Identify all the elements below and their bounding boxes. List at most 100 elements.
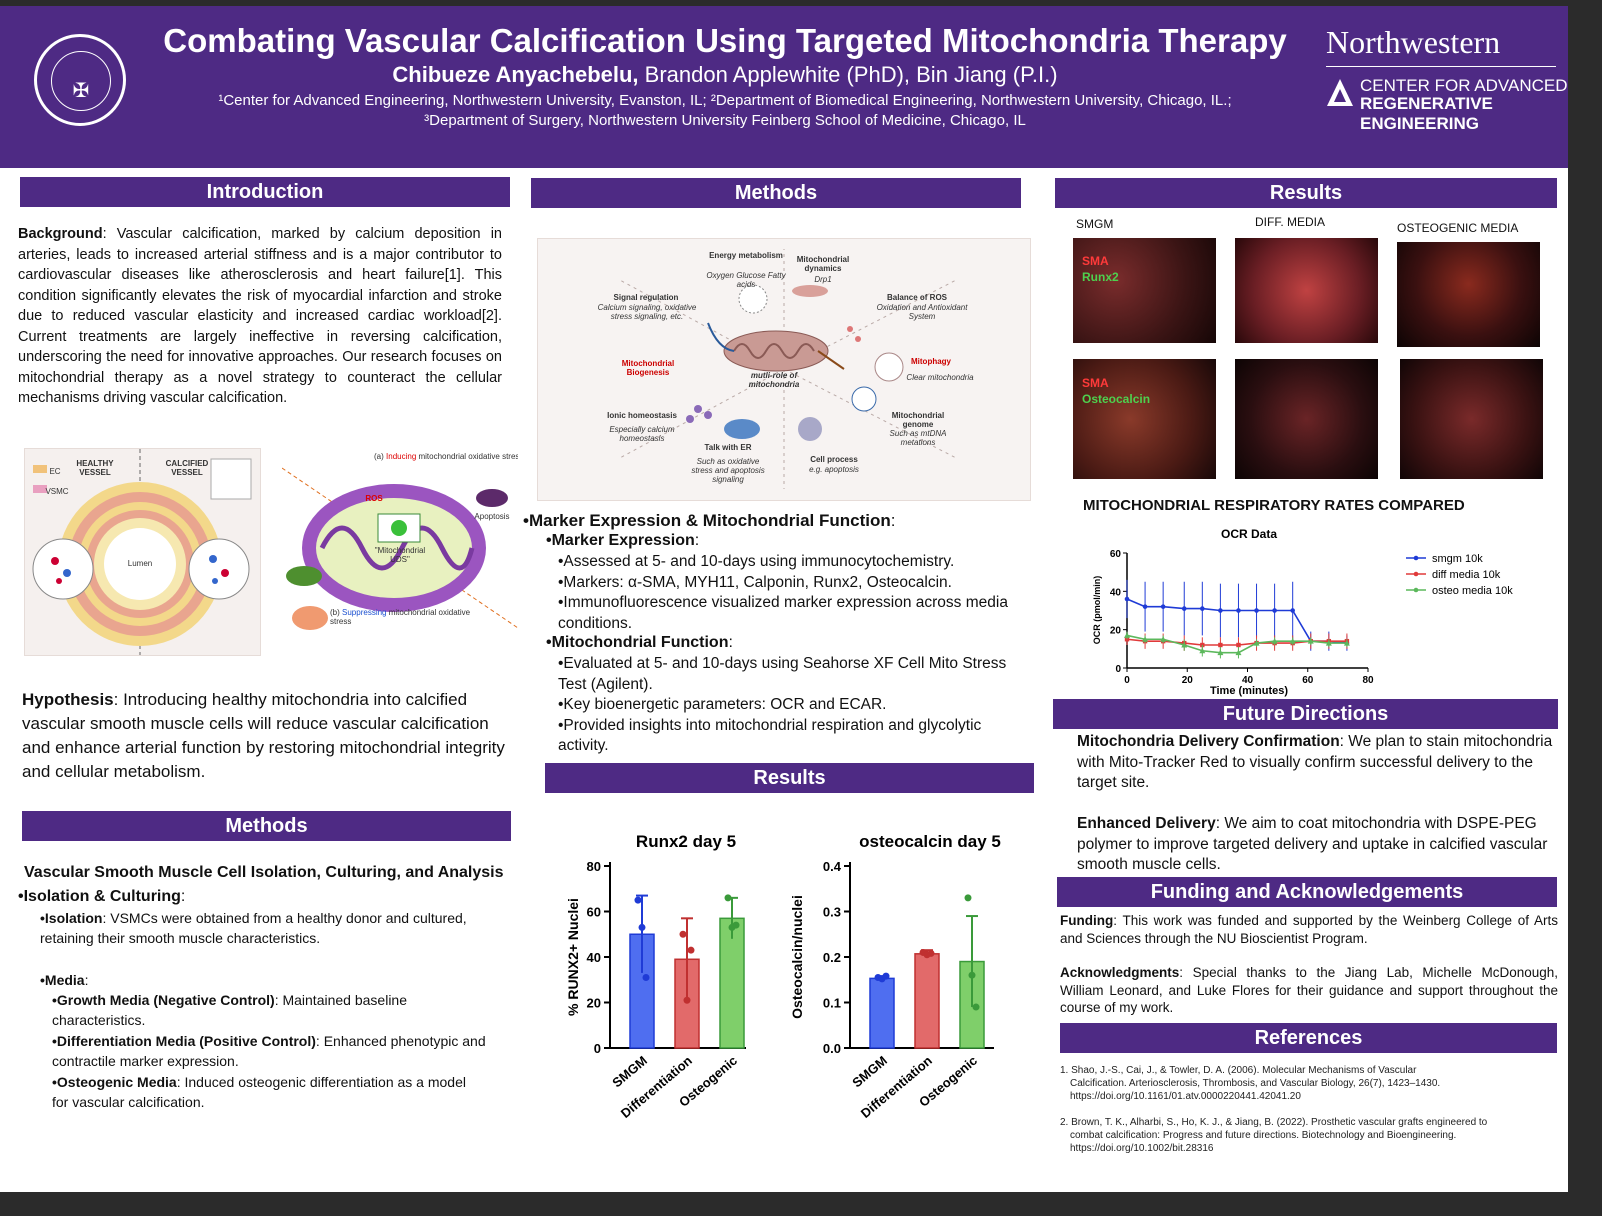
isolation-text: : VSMCs were obtained from a healthy don… bbox=[40, 910, 467, 946]
marker-expression-label: •Marker Expression bbox=[546, 532, 695, 549]
data-point bbox=[638, 923, 646, 931]
future-p2-text: : We aim to coat mitochondria with DSPE-… bbox=[1077, 815, 1548, 873]
affiliations: ¹Center for Advanced Engineering, Northw… bbox=[140, 91, 1310, 131]
ocr-point bbox=[1142, 604, 1148, 609]
row2-osteocalcin-label: Osteocalcin bbox=[1082, 392, 1151, 406]
ocr-point bbox=[1235, 649, 1242, 656]
mito-function-label: •Mitochondrial Function bbox=[546, 634, 729, 651]
ocr-point bbox=[1253, 640, 1260, 646]
ocr-point bbox=[1290, 608, 1295, 613]
function-item-2: •Key bioenergetic parameters: OCR and EC… bbox=[558, 696, 887, 713]
lumen-label: Lumen bbox=[127, 559, 153, 568]
x-tick-label: SMGM bbox=[609, 1053, 650, 1090]
y-axis-label: Osteocalcin/nuclei bbox=[789, 895, 805, 1019]
cell-process-sub: e.g. apoptosis bbox=[809, 465, 859, 474]
data-point bbox=[968, 971, 976, 979]
reference-2-line-1: 2. Brown, T. K., Alharbi, S., Ho, K. J.,… bbox=[1060, 1117, 1488, 1128]
cell-process-label: Cell process bbox=[810, 455, 858, 464]
ocr-x-tick-label: 80 bbox=[1362, 675, 1374, 686]
ocr-x-tick-label: 60 bbox=[1302, 675, 1314, 686]
data-point bbox=[679, 930, 687, 938]
funding-paragraph: Funding: This work was funded and suppor… bbox=[1060, 912, 1558, 947]
growth-media-item: •Growth Media (Negative Control): Mainta… bbox=[52, 990, 502, 1030]
ocr-point bbox=[1199, 647, 1206, 654]
y-tick-label: 40 bbox=[587, 950, 601, 965]
ocr-point bbox=[1160, 604, 1166, 609]
acknowledgments-text: : Special thanks to the Jiang Lab, Miche… bbox=[1060, 965, 1558, 1015]
ocr-series-line bbox=[1126, 598, 1347, 644]
ros-label: ROS bbox=[365, 494, 383, 503]
osteo-media-label: •Osteogenic Media bbox=[52, 1074, 177, 1090]
genome-sub: Such as mtDNA metations bbox=[889, 429, 947, 447]
poster-header: ✠ Combating Vascular Calcification Using… bbox=[0, 6, 1568, 168]
ocr-legend-label: diff media 10k bbox=[1432, 569, 1501, 581]
vessel-diagram bbox=[32, 449, 252, 655]
ocr-point bbox=[1236, 642, 1241, 648]
funding-text: : This work was funded and supported by … bbox=[1060, 913, 1558, 946]
row1-runx2-label: Runx2 bbox=[1082, 270, 1119, 284]
micrograph-osteo-osteocalcin bbox=[1400, 359, 1543, 479]
function-item-1: •Evaluated at 5- and 10-days using Seaho… bbox=[558, 655, 1007, 693]
isolation-item: •Isolation: VSMCs were obtained from a h… bbox=[40, 908, 490, 948]
ocr-point bbox=[1218, 642, 1223, 648]
runx2-bar-chart: Runx2 day 5% RUNX2+ Nuclei020406080SMGMD… bbox=[565, 832, 746, 1121]
ionic-sub: Especially calcium homeostasis bbox=[609, 425, 675, 443]
micrograph-smgm-runx2 bbox=[1073, 238, 1216, 343]
affiliation-line-2: ³Department of Surgery, Northwestern Uni… bbox=[424, 112, 1026, 129]
future-p1-text: : We plan to stain mitochondria with Mit… bbox=[1077, 733, 1553, 791]
marker-item-1: •Assessed at 5- and 10-days using immuno… bbox=[558, 553, 955, 570]
genome-label: Mitochondrial genome bbox=[891, 411, 945, 429]
mitophagy-label: Mitophagy bbox=[911, 357, 951, 366]
signal-regulation-label: Signal regulation bbox=[613, 293, 679, 302]
panel-b-label: (b) bbox=[330, 608, 340, 617]
diff-media-item: •Differentiation Media (Positive Control… bbox=[52, 1031, 502, 1071]
bar-osteogenic bbox=[719, 917, 745, 1049]
y-tick-label: 0.0 bbox=[823, 1041, 841, 1056]
care-logo-line-1: CENTER FOR ADVANCED bbox=[1360, 76, 1568, 95]
data-point bbox=[972, 1003, 980, 1011]
ocr-point bbox=[1200, 606, 1205, 611]
growth-media-label: •Growth Media (Negative Control) bbox=[52, 992, 275, 1008]
growth-media-text: : Maintained baseline characteristics. bbox=[52, 992, 407, 1028]
university-seal-icon: ✠ bbox=[34, 34, 126, 126]
marker-expression-heading: •Marker Expression: bbox=[546, 532, 700, 549]
data-point bbox=[882, 972, 890, 980]
affiliation-line-1: ¹Center for Advanced Engineering, Northw… bbox=[218, 92, 1232, 109]
media-heading: •Media: bbox=[40, 972, 89, 988]
bar-smgm bbox=[869, 977, 895, 1049]
seal-emblem-icon: ✠ bbox=[72, 78, 90, 102]
future-directions-heading: Future Directions bbox=[1053, 699, 1558, 729]
methods-left-heading: Methods bbox=[22, 811, 511, 841]
marker-item-2: •Markers: α-SMA, MYH11, Calponin, Runx2,… bbox=[558, 573, 952, 591]
y-tick-label: 0.2 bbox=[823, 950, 841, 965]
er-sub: Such as oxidative stress and apoptosis s… bbox=[691, 457, 765, 484]
mitophagy-sub: Clear mitochondria bbox=[906, 373, 974, 382]
reference-1-line-1: 1. Shao, J.-S., Cai, J., & Towler, D. A.… bbox=[1060, 1065, 1417, 1076]
energy-metabolism-sub: Oxygen Glucose Fatty acids bbox=[706, 271, 786, 289]
reference-1-doi[interactable]: https://doi.org/10.1161/01.atv.000022044… bbox=[1070, 1091, 1301, 1102]
osteocalcin-bar-chart: osteocalcin day 5Osteocalcin/nuclei0.00.… bbox=[789, 832, 1001, 1121]
media-label: •Media bbox=[40, 972, 85, 988]
ocr-point bbox=[1236, 608, 1241, 613]
dynamics-label: Mitochondrial dynamics bbox=[796, 255, 850, 273]
background-paragraph: Background: Vascular calcification, mark… bbox=[18, 224, 502, 409]
isolation-label: •Isolation bbox=[40, 910, 103, 926]
references-heading: References bbox=[1060, 1023, 1557, 1053]
er-label: Talk with ER bbox=[704, 443, 752, 452]
poster: ✠ Combating Vascular Calcification Using… bbox=[0, 6, 1568, 1192]
ocr-legend-marker bbox=[1413, 587, 1419, 593]
data-point bbox=[724, 894, 732, 902]
data-point bbox=[642, 973, 650, 981]
reference-2-doi[interactable]: https://doi.org/10.1002/bit.28316 bbox=[1070, 1143, 1214, 1154]
suppressing-text: mitochondrial oxidative stress bbox=[330, 608, 471, 626]
suppressing-stress-caption: (b) Suppressing mitochondrial oxidative … bbox=[330, 608, 490, 626]
function-item-3: •Provided insights into mitochondrial re… bbox=[558, 716, 982, 755]
ros-balance-sub: Oxidation and Antioxidant System bbox=[876, 303, 968, 321]
future-p2-label: Enhanced Delivery bbox=[1077, 815, 1216, 832]
y-axis-label: % RUNX2+ Nuclei bbox=[565, 898, 581, 1016]
ocr-x-axis-label: Time (minutes) bbox=[1210, 685, 1288, 697]
hypothesis-label: Hypothesis bbox=[22, 690, 114, 709]
ros-balance-label: Balance of ROS bbox=[886, 293, 947, 302]
chart-title: Runx2 day 5 bbox=[636, 832, 736, 851]
marker-function-label: •Marker Expression & Mitochondrial Funct… bbox=[523, 511, 891, 530]
